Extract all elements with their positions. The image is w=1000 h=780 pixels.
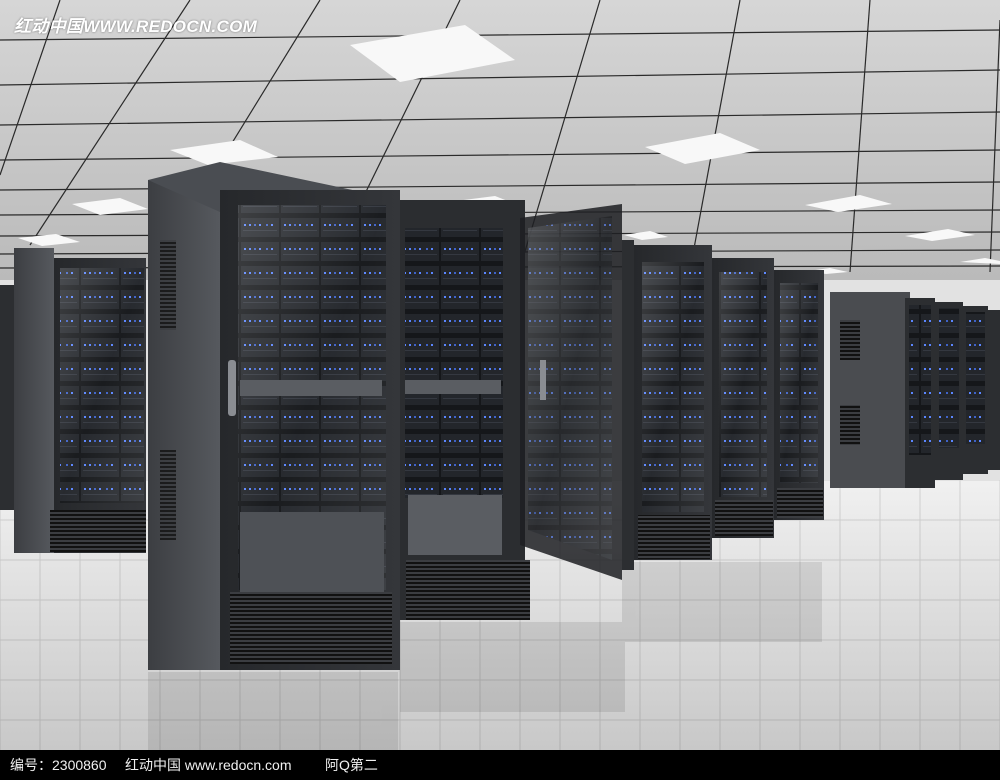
ceiling-lights [18,25,1000,274]
image-id-label: 编号：2300860 [10,757,107,773]
server-room-photo: 红动中国WWW.REDOCN.COM [0,0,1000,750]
rack-left [0,248,146,553]
site-label: 红动中国 www.redocn.com [125,757,292,773]
rack-row-center [622,240,824,570]
rack-row-right [830,292,1000,488]
rack-open [400,200,622,620]
footer-bar: 编号：2300860 红动中国 www.redocn.com 阿Q第二 [0,750,1000,780]
floor-reflections [148,562,822,750]
watermark-text: 红动中国WWW.REDOCN.COM [14,17,258,36]
rack-main [148,162,400,670]
author-label: 阿Q第二 [325,757,378,773]
